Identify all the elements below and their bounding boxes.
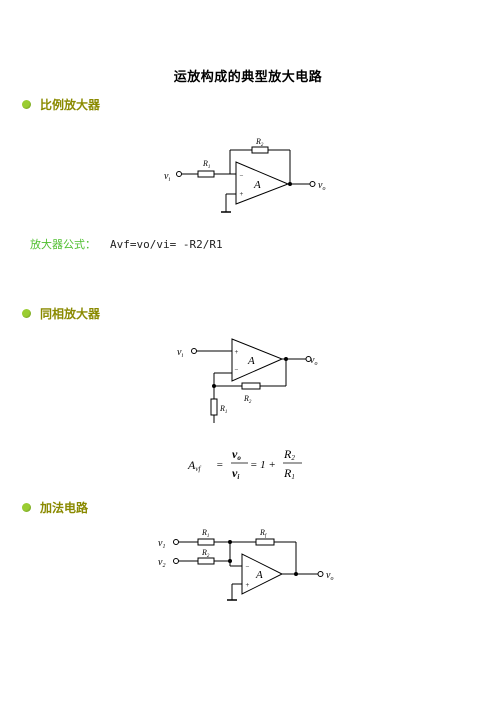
inv-sign: − (234, 366, 239, 374)
op-amp-label: A (255, 569, 263, 581)
op-amp-label: A (253, 179, 261, 191)
formula-one-plus: = 1 + (250, 459, 276, 471)
input-terminal (176, 171, 182, 177)
output-terminal (309, 181, 316, 187)
r2-label: R2 (243, 394, 252, 405)
input1-label: v1 (158, 538, 165, 550)
noninv-sign: + (239, 190, 244, 198)
section-heading-adder: 加法电路 (22, 499, 88, 516)
input2-terminal (173, 558, 179, 564)
page-title: 运放构成的典型放大电路 (173, 70, 323, 85)
bullet-icon (22, 309, 31, 318)
formula-r2: R2 (283, 447, 295, 462)
output-label: vo (326, 570, 333, 582)
bullet-icon (22, 503, 31, 512)
resistor-r2 (241, 382, 261, 390)
formula-numerator: vo (232, 447, 241, 462)
formula-denominator: vi (232, 466, 239, 481)
resistor-rf (255, 538, 275, 546)
formula-line: 放大器公式： Avf=vo/vi= -R2/R1 (30, 236, 223, 252)
gain-formula: Avf = vo vi = 1 + R2 R1 (186, 444, 316, 484)
input-label: vi (177, 347, 183, 359)
resistor-r1 (197, 170, 215, 178)
op-amp-label: A (247, 355, 255, 367)
output-terminal (317, 571, 324, 577)
r1-label: R1 (219, 404, 227, 415)
resistor-r1 (197, 538, 215, 546)
op-amp (235, 161, 290, 205)
rf-label: Rf (259, 528, 267, 539)
summing-amplifier-diagram: v1 R1 v2 R2 Rf A − + vo (158, 528, 333, 601)
output-label: vo (310, 355, 317, 367)
inv-sign: − (245, 563, 250, 571)
input-label: vi (164, 171, 170, 183)
input1-terminal (173, 539, 179, 545)
noninverting-amplifier-diagram: vi A + − vo R2 R1 (177, 338, 317, 423)
formula-expression: Avf=vo/vi= -R2/R1 (110, 238, 223, 251)
r2-label: R2 (201, 548, 210, 559)
op-amp (241, 553, 284, 595)
section-heading-proportional: 比例放大器 (22, 96, 100, 113)
r2-label: R2 (255, 137, 264, 148)
formula-lhs: Avf (187, 458, 201, 473)
section-label: 比例放大器 (40, 98, 101, 112)
noninv-sign: + (234, 348, 239, 356)
bullet-icon (22, 100, 31, 109)
resistor-r1 (210, 398, 218, 416)
formula-label: 放大器公式： (30, 238, 96, 251)
inv-sign: − (239, 172, 244, 180)
r1-label: R1 (202, 159, 210, 170)
output-terminal (305, 356, 312, 362)
inverting-amplifier-diagram: vi R1 R2 A − + vo (164, 137, 325, 213)
op-amp (231, 338, 284, 382)
section-label: 同相放大器 (40, 307, 101, 321)
input-terminal (191, 348, 197, 354)
formula-equals: = (216, 459, 223, 471)
formula-r1: R1 (283, 466, 295, 481)
input2-label: v2 (158, 557, 165, 569)
section-label: 加法电路 (40, 501, 89, 515)
noninv-sign: + (245, 581, 250, 589)
r1-label: R1 (201, 528, 209, 539)
section-heading-noninverting: 同相放大器 (22, 305, 100, 322)
output-label: vo (318, 180, 325, 192)
